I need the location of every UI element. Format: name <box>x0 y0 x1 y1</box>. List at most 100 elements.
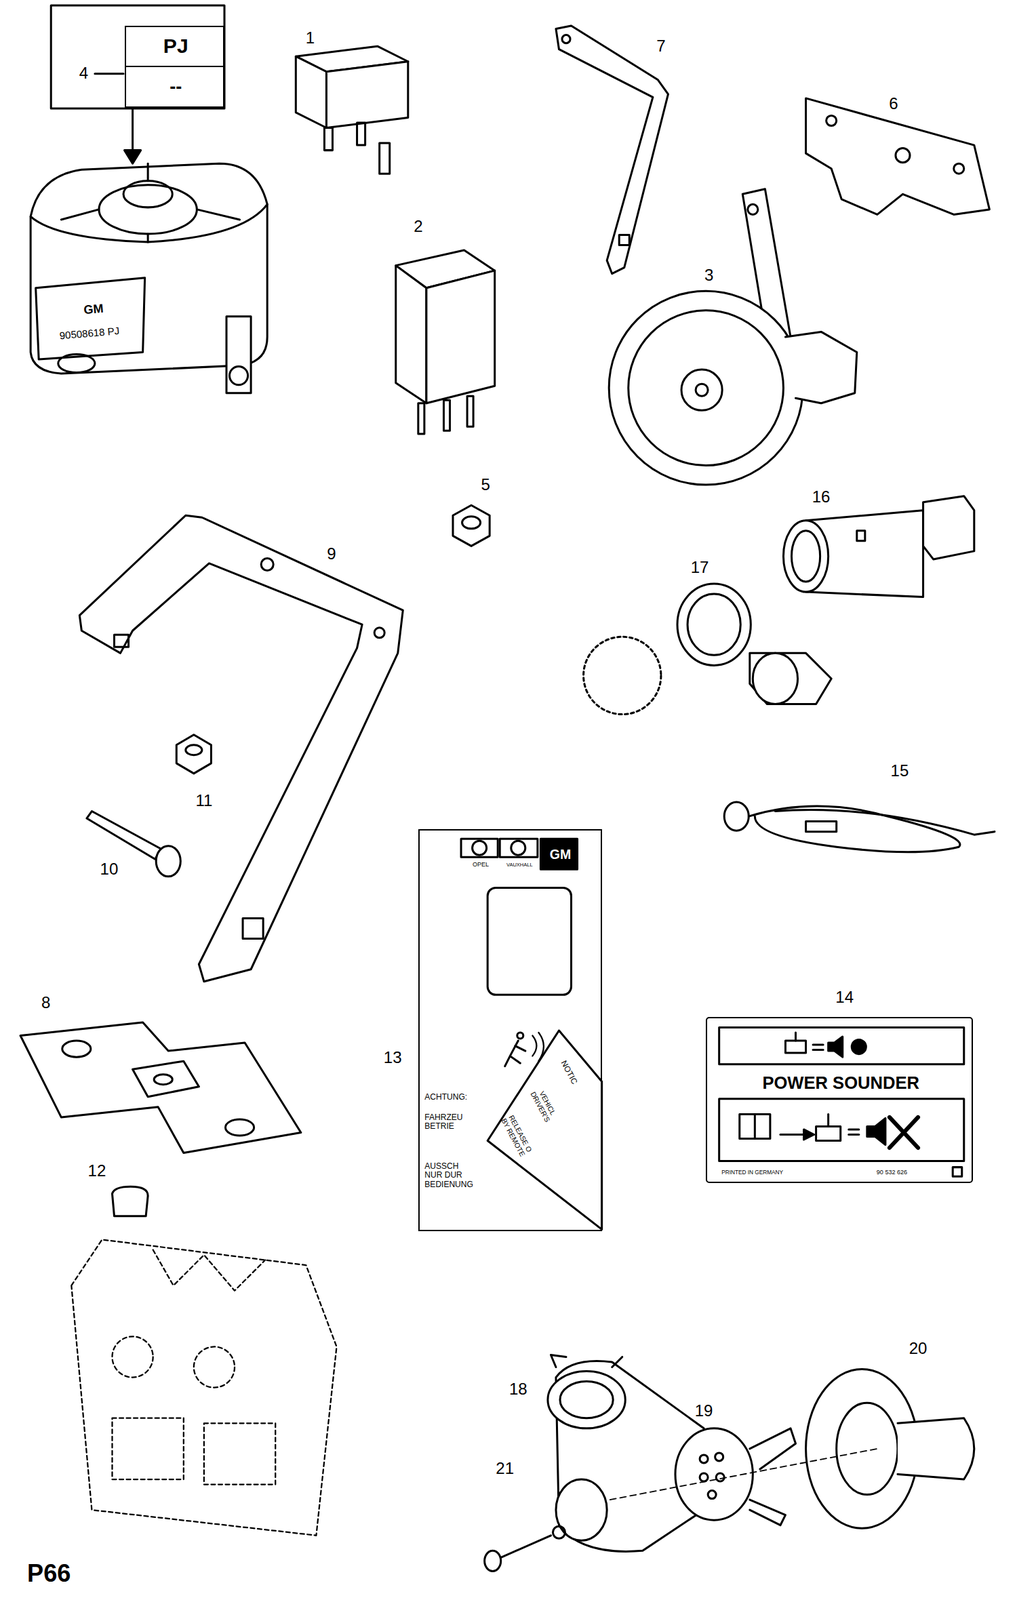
callout-number-wrap: 9 <box>326 545 336 563</box>
sticker-text-wrap: POWER SOUNDER <box>762 1073 920 1093</box>
sticker-text: 90 532 626 <box>876 1169 908 1177</box>
sticker-text-wrap: OPEL <box>472 861 489 869</box>
sticker-text: VAUXHALL <box>506 862 533 868</box>
callout-number-wrap: 8 <box>41 993 51 1012</box>
callout-number: 11 <box>195 791 213 810</box>
clip <box>111 1186 148 1217</box>
siren-label-text-wrap: GM <box>83 302 105 318</box>
page-code: P66 <box>27 1560 71 1588</box>
callout-number-wrap: 20 <box>909 1339 928 1358</box>
arrow-head <box>124 150 142 165</box>
relay <box>395 250 495 434</box>
callout-number-wrap: 17 <box>690 557 710 576</box>
callout-number-wrap: 13 <box>383 1048 403 1067</box>
callout-number: 12 <box>88 1162 107 1180</box>
siren-label-text-wrap: 90508618 PJ <box>59 325 121 342</box>
sticker-text-wrap: AUSSCH NUR DUR BEDIENUNG <box>424 1162 478 1190</box>
sticker-text-wrap: RELEASE O BY REMOTE <box>499 1113 534 1159</box>
sticker-text-wrap: FAHRZEU BETRIE <box>424 1113 470 1131</box>
callout-number: 16 <box>812 487 831 506</box>
callout-number-wrap: 16 <box>812 487 831 506</box>
callout-number: 3 <box>704 266 714 285</box>
sticker-text: NOTIC <box>558 1059 579 1086</box>
cell-divider <box>126 65 224 68</box>
page-code-wrap: P66 <box>27 1560 71 1588</box>
sticker-text: RELEASE O BY REMOTE <box>499 1113 534 1159</box>
callout-number: 9 <box>326 545 336 563</box>
bracket <box>806 98 990 215</box>
sticker-text-wrap: -- <box>169 76 182 97</box>
sticker-text-wrap: ACHTUNG: <box>424 1092 468 1102</box>
siren-label-text: GM <box>83 302 105 318</box>
callout-number-wrap: 12 <box>88 1162 107 1180</box>
warning-sticker: OPEL VAUXHALL GM ACHTUNG: FAHRZEU BETRIE AUSS… <box>418 829 603 1232</box>
bracket <box>555 25 668 274</box>
callout-number-wrap: 7 <box>656 36 666 55</box>
callout-number-wrap: 10 <box>100 860 119 879</box>
sticker-text: ACHTUNG: <box>424 1092 468 1102</box>
siren <box>30 163 268 394</box>
callout-number: 8 <box>41 993 51 1012</box>
sticker-text: PRINTED IN GERMANY <box>721 1169 784 1176</box>
leader-line <box>94 72 124 75</box>
sticker-text: POWER SOUNDER <box>762 1073 920 1093</box>
arrow-line <box>131 108 134 154</box>
sticker-text: VEHICL DRIVER'S <box>528 1085 560 1125</box>
sticker-text-wrap: 90 532 626 <box>876 1169 908 1177</box>
nut <box>176 734 211 774</box>
callout-number: 7 <box>656 36 666 55</box>
callout-number-wrap: 6 <box>888 94 898 113</box>
sticker-art <box>461 838 603 1230</box>
callout-number: 13 <box>383 1048 403 1067</box>
sticker-text: OPEL <box>472 861 489 869</box>
bracket <box>20 1022 302 1154</box>
callout-number: 15 <box>890 762 910 780</box>
sticker-text-wrap: PJ <box>163 35 189 58</box>
siren-label-text: 90508618 PJ <box>59 325 121 342</box>
callout-number-wrap: 5 <box>480 475 490 493</box>
callout-number: 6 <box>888 94 898 113</box>
label-frame <box>50 5 225 109</box>
sticker-text-wrap: VAUXHALL <box>506 862 533 868</box>
callout-number-wrap: 21 <box>495 1459 514 1478</box>
cable <box>724 802 995 853</box>
callout-number-wrap: 4 <box>79 64 89 83</box>
callout-number: 5 <box>480 475 490 493</box>
callout-number: 1 <box>305 28 315 47</box>
callout-number-wrap: 1 <box>305 28 315 47</box>
callout-number-wrap: 14 <box>835 988 854 1007</box>
callout-number-wrap: 15 <box>890 762 910 780</box>
callout-number: 18 <box>509 1380 528 1399</box>
sticker-text-wrap: GM <box>549 847 572 863</box>
callout-number-wrap: 2 <box>413 217 423 236</box>
console-outline <box>71 1239 337 1535</box>
callout-number: 20 <box>909 1339 928 1358</box>
callout-number: 17 <box>690 557 710 576</box>
callout-number-wrap: 19 <box>694 1401 714 1420</box>
callout-number: 14 <box>835 988 854 1007</box>
power-sounder-sticker: POWER SOUNDER PRINTED IN GERMANY 90 532 62… <box>705 1017 973 1184</box>
sticker-art <box>719 1027 965 1178</box>
bracket <box>79 515 403 982</box>
callout-number-wrap: 3 <box>704 266 714 285</box>
sticker-text: PJ <box>163 35 189 58</box>
callout-number-wrap: 18 <box>509 1380 528 1399</box>
relay <box>295 46 408 174</box>
callout-number: 2 <box>413 217 423 236</box>
sticker-text: GM <box>549 847 572 863</box>
lighter-socket <box>783 496 974 598</box>
callout-number: 4 <box>79 64 89 83</box>
callout-number-wrap: 11 <box>195 791 213 810</box>
sticker-text: FAHRZEU BETRIE <box>424 1113 470 1131</box>
callout-number: 19 <box>694 1401 714 1420</box>
callout-number: 21 <box>495 1459 514 1478</box>
trailer-socket <box>484 1354 975 1571</box>
horn <box>608 189 857 485</box>
sticker-text-wrap: NOTIC <box>558 1059 579 1086</box>
sticker-text: -- <box>169 76 182 97</box>
sticker-text: AUSSCH NUR DUR BEDIENUNG <box>424 1162 478 1190</box>
lighter-ring <box>583 583 832 715</box>
sticker-text-wrap: VEHICL DRIVER'S <box>528 1085 560 1125</box>
